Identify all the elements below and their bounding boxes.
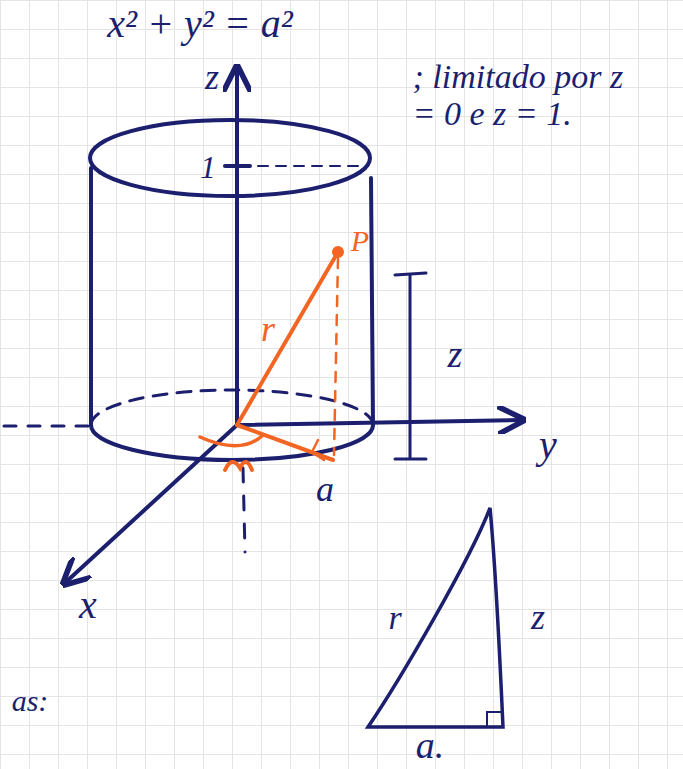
- tick-label: 1: [200, 150, 216, 185]
- axis-dash: [243, 468, 245, 552]
- angle-mark: [225, 462, 252, 470]
- cylinder-top: [90, 120, 370, 196]
- radius-vector: [237, 252, 338, 425]
- cylinder-side: [89, 168, 93, 425]
- triangle-label: a.: [416, 725, 445, 767]
- cylinder-side: [371, 178, 373, 425]
- right-angle-mark: [312, 440, 324, 460]
- height-bracket: [395, 273, 426, 275]
- height-bracket: [395, 458, 426, 461]
- tick: [225, 164, 250, 168]
- cylinder-base-back: [91, 390, 373, 425]
- right-triangle: [368, 508, 503, 727]
- angle-arc: [200, 436, 262, 446]
- height-label: z: [448, 334, 463, 376]
- height-bracket: [409, 275, 412, 458]
- radius-label: a: [316, 470, 334, 510]
- axis-label: y: [539, 423, 557, 467]
- triangle-label: r: [388, 599, 401, 636]
- equation: x² + y² = a²: [107, 2, 292, 46]
- radius-label: r: [261, 310, 275, 350]
- note: as:: [12, 684, 49, 717]
- point-label: P: [351, 224, 369, 257]
- y-axis: [237, 420, 520, 425]
- point-p: [334, 248, 342, 256]
- right-angle-mark: [487, 712, 503, 727]
- axis-dash: [4, 425, 88, 428]
- z-axis: [235, 70, 239, 425]
- axis-label: z: [205, 58, 219, 98]
- level-dash: [258, 165, 368, 167]
- note: ; limitado por z = 0 e z = 1.: [413, 58, 628, 133]
- projection-dash: [334, 258, 338, 455]
- x-axis: [66, 425, 237, 582]
- triangle-label: z: [531, 598, 545, 638]
- axis-label: x: [79, 583, 97, 627]
